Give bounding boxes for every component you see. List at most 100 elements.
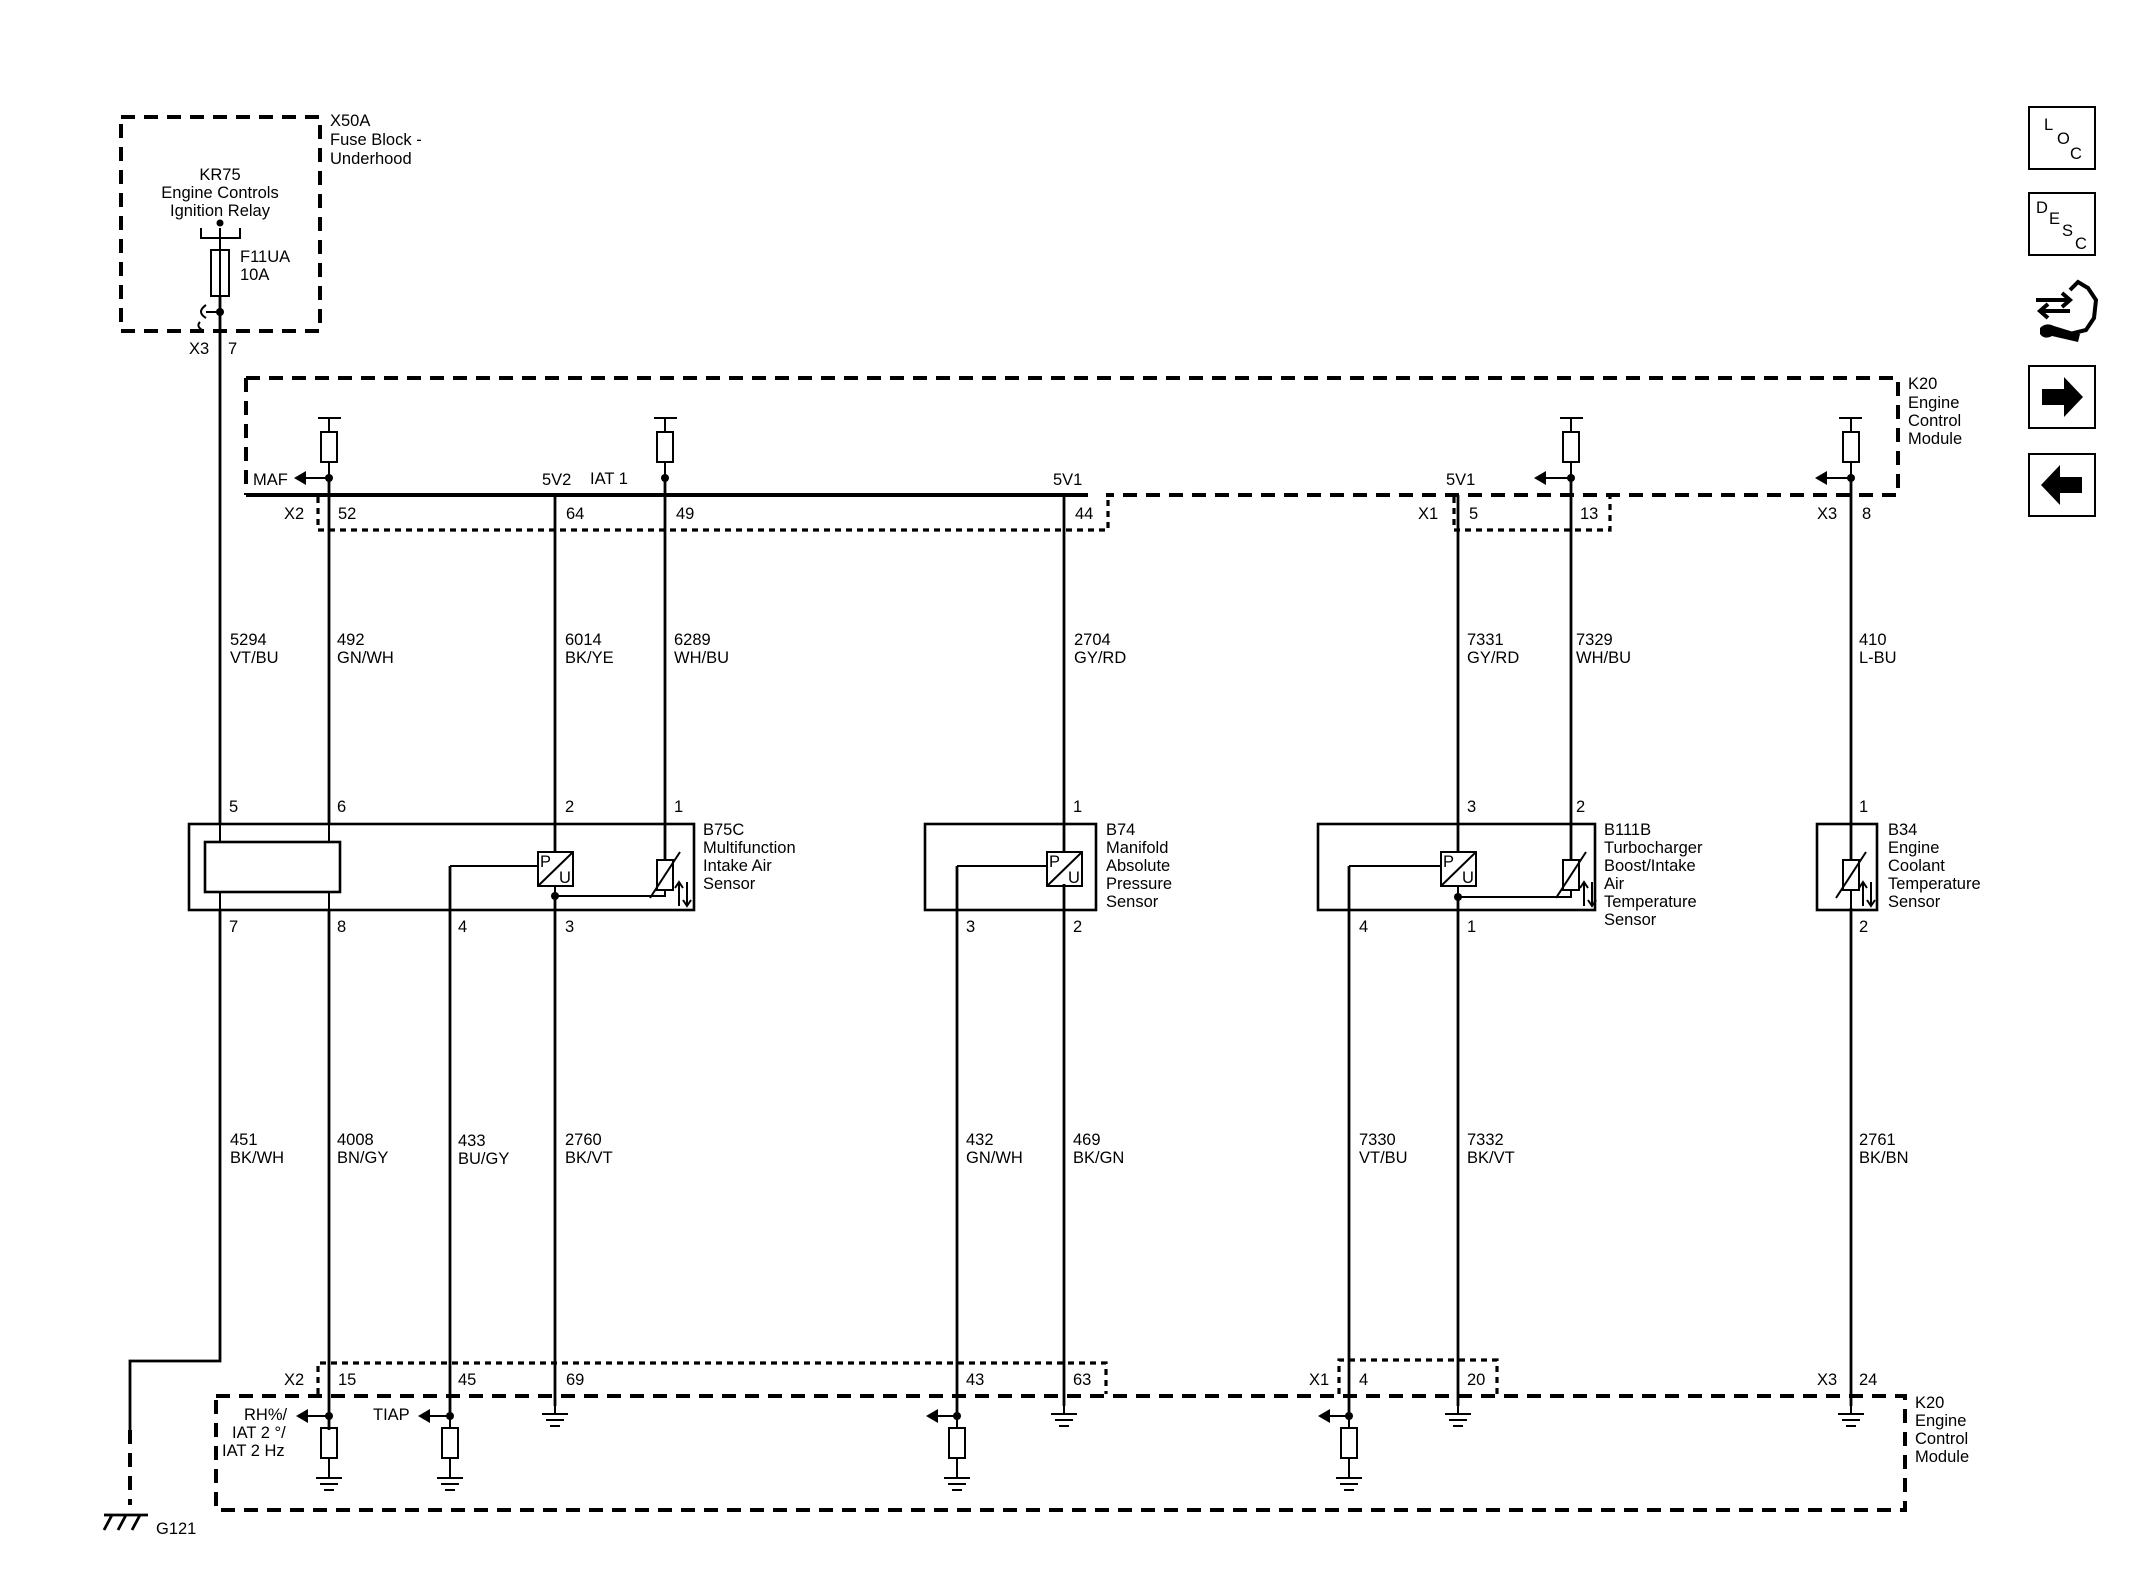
wire-color: GN/WH (966, 1149, 1023, 1167)
signal-5v2: 5V2 (542, 471, 571, 489)
wire-color: GN/WH (337, 649, 394, 667)
wire-circuit: 2761 (1859, 1131, 1896, 1149)
b111b-line2: Boost/Intake (1604, 857, 1696, 875)
fuse-block-x50a: X50A Fuse Block - Underhood KR75 Engine … (119, 112, 422, 358)
wire-circuit: 469 (1073, 1131, 1101, 1149)
b34-code: B34 (1888, 821, 1917, 839)
bottom-pin-69: 69 (566, 1371, 584, 1389)
bottom-pin-63: 63 (1073, 1371, 1091, 1389)
kr75-name-line2: Ignition Relay (170, 202, 271, 220)
next-page-button[interactable] (2028, 365, 2096, 429)
wire-color: L-BU (1859, 649, 1897, 667)
pullup-resistor-maf (318, 417, 341, 478)
signal-arrow-maf-icon (294, 471, 329, 485)
bottom-pin-15: 15 (338, 1371, 356, 1389)
x50a-pin: 7 (228, 340, 237, 358)
arrow-left-icon (2041, 465, 2082, 505)
svg-text:U: U (559, 869, 571, 887)
top-pin-44: 44 (1075, 505, 1093, 523)
bottom-connector-x2: X2 (284, 1371, 304, 1389)
b111b-line5: Sensor (1604, 911, 1657, 929)
relay-contact-icon (200, 219, 241, 250)
pressure-transducer-icon: P U (1349, 851, 1477, 901)
k20-bottom-code: K20 (1915, 1394, 1944, 1412)
b75c-pin-1: 1 (674, 798, 683, 816)
fuse-rating: 10A (240, 266, 269, 284)
b34-line4: Sensor (1888, 893, 1941, 911)
signal-rh-line2: IAT 2 °/ (232, 1424, 286, 1442)
b75c-pin-7: 7 (229, 918, 238, 936)
thermistor-icon (1835, 851, 1876, 908)
kr75-name-line1: Engine Controls (161, 184, 278, 202)
svg-text:C: C (2075, 235, 2087, 253)
svg-text:U: U (1068, 869, 1080, 887)
top-pin-52: 52 (338, 505, 356, 523)
b75c-pin-4: 4 (458, 918, 467, 936)
signal-arrow-boost-pressure-icon (1318, 1409, 1349, 1423)
wire-circuit: 410 (1859, 631, 1887, 649)
b111b-line4: Temperature (1604, 893, 1697, 911)
wire-color: BK/YE (565, 649, 614, 667)
k20-bottom-line1: Engine (1915, 1412, 1966, 1430)
wire-circuit: 433 (458, 1132, 486, 1150)
signal-arrow-map-icon (926, 1409, 957, 1423)
ground-symbol-icon (1838, 1406, 1864, 1427)
b111b-pin-4: 4 (1359, 918, 1368, 936)
b74-line3: Pressure (1106, 875, 1172, 893)
sensor-b34: B34 Engine Coolant Temperature Sensor 1 … (1815, 798, 1981, 936)
pulldown-resistor-map (944, 1416, 970, 1491)
thermistor-icon (555, 851, 692, 908)
k20-bottom-module: K20 Engine Control Module X2 15 45 69 43… (214, 1358, 1969, 1512)
arrow-right-icon (2042, 377, 2083, 417)
x50a-name-line1: Fuse Block - (330, 131, 422, 149)
k20-top-line1: Engine (1908, 394, 1959, 412)
b34-line2: Coolant (1888, 857, 1945, 875)
b75c-line1: Multifunction (703, 839, 796, 857)
b34-line1: Engine (1888, 839, 1939, 857)
upper-wire-labels: 5294 VT/BU 492 GN/WH 6014 BK/YE 6289 WH/… (230, 631, 1897, 667)
b75c-pin-3: 3 (565, 918, 574, 936)
b74-pin-2: 2 (1073, 918, 1082, 936)
top-pin-5: 5 (1469, 505, 1478, 523)
svg-text:S: S (2062, 222, 2073, 240)
signal-rh-line3: IAT 2 Hz (222, 1442, 285, 1460)
k20-top-line2: Control (1908, 412, 1961, 430)
svg-text:O: O (2057, 130, 2070, 148)
signal-maf: MAF (253, 471, 288, 489)
wire-color: GY/RD (1074, 649, 1126, 667)
wire-color: BK/GN (1073, 1149, 1124, 1167)
ground-symbol-icon (542, 1406, 568, 1427)
top-pin-64: 64 (566, 505, 584, 523)
svg-text:D: D (2036, 199, 2048, 217)
svg-text:P: P (1049, 853, 1060, 871)
b74-code: B74 (1106, 821, 1135, 839)
b34-pin-2: 2 (1859, 918, 1868, 936)
wire-color: BK/VT (565, 1149, 613, 1167)
k20-top-module: K20 Engine Control Module (244, 375, 1962, 532)
top-pin-13: 13 (1580, 505, 1598, 523)
wire-circuit: 2704 (1074, 631, 1111, 649)
pullup-resistor-ect (1839, 417, 1862, 478)
diagnostic-connector-wrench-icon[interactable] (2036, 279, 2099, 342)
b75c-code: B75C (703, 821, 744, 839)
loc-button[interactable]: L O C (2028, 106, 2096, 170)
svg-text:P: P (1443, 853, 1454, 871)
b75c-pin-6: 6 (337, 798, 346, 816)
svg-text:E: E (2049, 210, 2060, 228)
signal-rh-line1: RH%/ (244, 1406, 288, 1424)
wire-color: BK/WH (230, 1149, 284, 1167)
previous-page-button[interactable] (2028, 453, 2096, 517)
k20-top-line3: Module (1908, 430, 1962, 448)
bottom-pin-24: 24 (1859, 1371, 1877, 1389)
b75c-pin-2: 2 (565, 798, 574, 816)
b75c-line2: Intake Air (703, 857, 772, 875)
bottom-pin-4: 4 (1359, 1371, 1368, 1389)
top-pin-8: 8 (1862, 505, 1871, 523)
desc-button[interactable]: D E S C (2028, 192, 2096, 256)
b74-line2: Absolute (1106, 857, 1170, 875)
splice-connector-icon (197, 304, 220, 331)
signal-arrow-rh-icon (296, 1409, 329, 1423)
x50a-code: X50A (330, 112, 370, 130)
k20-bottom-line2: Control (1915, 1430, 1968, 1448)
kr75-code: KR75 (199, 166, 240, 184)
